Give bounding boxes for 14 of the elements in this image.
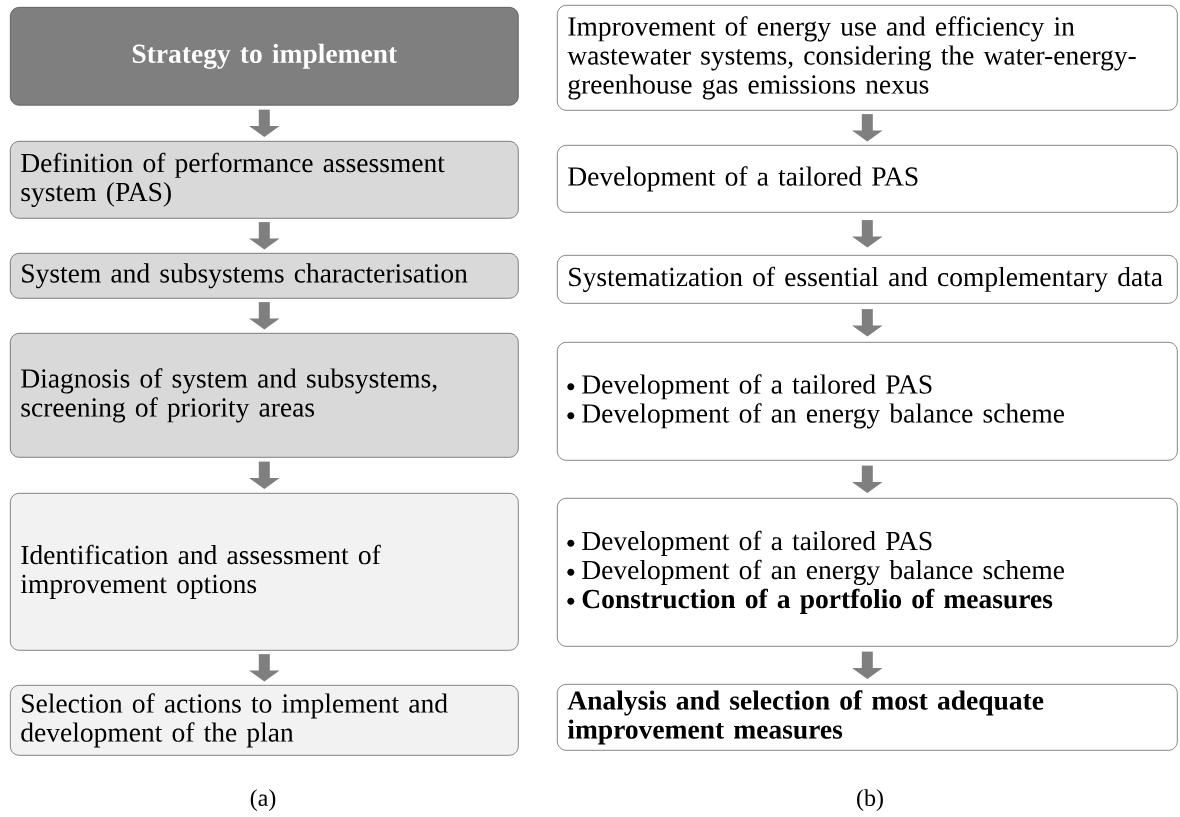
process-box: Development of a tailored PAS: [557, 145, 1178, 213]
process-box: Development of a tailored PAS Development of an energy balance scheme Construction of a portfolio of measures: [557, 498, 1178, 647]
panel-label: (a): [250, 789, 276, 811]
process-box: Improvement of energy use and efficiency in wastewater systems, considering the water-energy-greenhouse gas emissions nexus: [557, 5, 1178, 111]
panel-label: (b): [857, 789, 883, 811]
process-box: Systematization of essential and complementary data: [557, 255, 1178, 304]
process-box: Strategy to implement: [10, 7, 519, 106]
process-box: Identification and assessment of improvement options: [10, 493, 519, 651]
process-box: Development of a tailored PAS Development of an energy balance scheme: [557, 342, 1178, 461]
process-box: System and subsystems characterisation: [10, 253, 519, 299]
process-box: Selection of actions to implement and development of the plan: [10, 685, 519, 756]
process-box: Definition of performance assessment system (PAS): [10, 141, 519, 219]
process-box: Analysis and selection of most adequate improvement measures: [557, 684, 1178, 751]
process-box: Diagnosis of system and subsystems, screening of priority areas: [10, 333, 519, 458]
